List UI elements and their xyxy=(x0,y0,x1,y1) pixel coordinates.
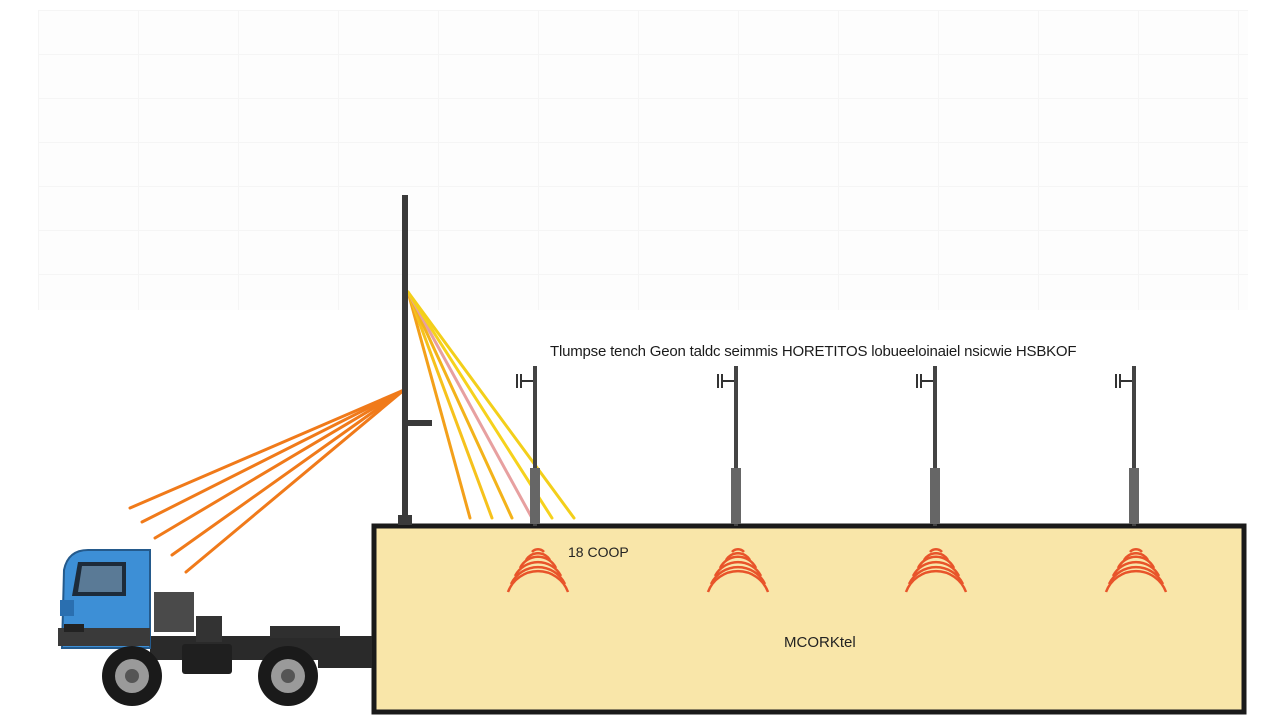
orange-beam xyxy=(184,388,406,574)
yellow-beam xyxy=(406,290,534,520)
yellow-beams xyxy=(406,290,576,520)
antenna-mast-icon xyxy=(398,195,432,525)
ground-block xyxy=(371,523,1247,715)
yellow-beam xyxy=(406,290,554,520)
orange-beam xyxy=(128,388,406,510)
signal-ripple-icon xyxy=(506,548,570,593)
yellow-beam xyxy=(406,290,472,520)
yellow-beam xyxy=(406,290,494,520)
sensor-pole-icon xyxy=(717,366,741,526)
truck-icon xyxy=(58,549,372,706)
sensor-pole-icon xyxy=(916,366,940,526)
signal-ripple-icon xyxy=(1104,548,1168,593)
orange-beam xyxy=(170,388,406,557)
background-grid xyxy=(38,10,1248,310)
signal-ripple-icon xyxy=(904,548,968,593)
signal-ripple-icon xyxy=(706,548,770,593)
diagram-caption: Tlumpse tench Geon taldc seimmis HORETIT… xyxy=(550,343,1077,360)
orange-beam xyxy=(153,388,406,540)
sensor-pole-icon xyxy=(516,366,540,526)
orange-beam xyxy=(140,388,406,524)
orange-beams xyxy=(128,388,406,574)
yellow-beam xyxy=(406,290,514,520)
sensor-pole-icon xyxy=(1115,366,1139,526)
depth-label: 18 COOP xyxy=(568,544,629,560)
ground-label: MCORKtel xyxy=(784,634,856,651)
yellow-beam xyxy=(406,290,576,520)
